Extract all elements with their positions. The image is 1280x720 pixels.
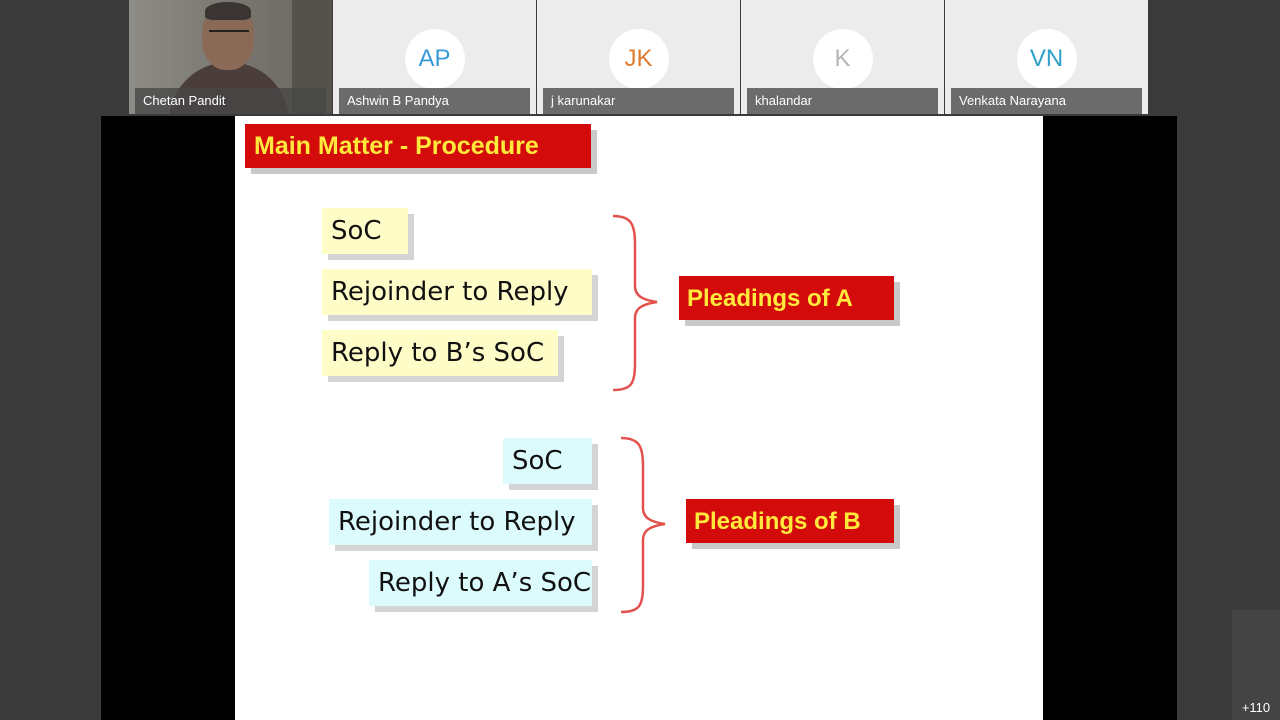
pleading-a-item: Rejoinder to Reply — [322, 269, 592, 315]
participant-avatar: JK — [608, 29, 669, 89]
participant-name: j karunakar — [543, 88, 734, 114]
participant-avatar: K — [812, 29, 873, 89]
participant-tile[interactable]: AP Ashwin B Pandya — [333, 0, 536, 114]
pleadings-b-label: Pleadings of B — [686, 499, 894, 543]
presentation-slide: Main Matter - Procedure SoC Rejoinder to… — [235, 116, 1043, 720]
speaker-glasses — [209, 30, 249, 38]
speaker-hair — [205, 2, 251, 20]
pleading-b-item: Rejoinder to Reply — [329, 499, 592, 545]
participant-name: Venkata Narayana — [951, 88, 1142, 114]
pleadings-a-label: Pleadings of A — [679, 276, 894, 320]
brace-b-icon — [620, 436, 666, 614]
participant-tile[interactable]: JK j karunakar — [537, 0, 740, 114]
pleading-a-item: SoC — [322, 208, 408, 254]
pleading-b-item: Reply to A’s SoC — [369, 560, 592, 606]
participant-avatar: VN — [1016, 29, 1077, 89]
more-participants-badge[interactable]: +110 — [1232, 610, 1280, 720]
participant-name: Chetan Pandit — [135, 88, 326, 114]
brace-a-icon — [612, 214, 658, 392]
participant-tile[interactable]: K khalandar — [741, 0, 944, 114]
participant-name: Ashwin B Pandya — [339, 88, 530, 114]
participant-tile-video[interactable]: Chetan Pandit — [129, 0, 332, 114]
slide-title: Main Matter - Procedure — [245, 124, 591, 168]
participant-avatar: AP — [404, 29, 465, 89]
participant-name: khalandar — [747, 88, 938, 114]
pleading-a-item: Reply to B’s SoC — [322, 330, 558, 376]
pleading-b-item: SoC — [503, 438, 592, 484]
participant-tile[interactable]: VN Venkata Narayana — [945, 0, 1148, 114]
